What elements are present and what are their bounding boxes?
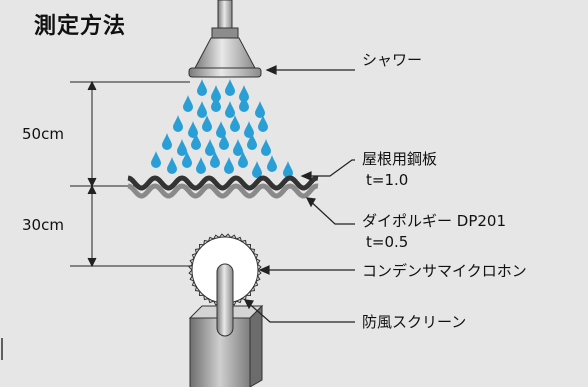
leader-lines bbox=[243, 65, 355, 323]
water-drop bbox=[258, 115, 268, 132]
water-drop bbox=[261, 139, 271, 156]
water-drop bbox=[197, 101, 207, 118]
water-drop bbox=[238, 151, 248, 168]
label-windscreen: 防風スクリーン bbox=[362, 313, 467, 331]
water-drop bbox=[211, 95, 221, 112]
water-drop bbox=[173, 115, 183, 132]
water-drop bbox=[225, 79, 235, 96]
label-dynegy-thickness: t=0.5 bbox=[366, 233, 409, 251]
water-drop bbox=[177, 139, 187, 156]
roof-steel-plate bbox=[127, 175, 319, 199]
dimension-lines bbox=[70, 80, 195, 268]
page-title: 測定方法 bbox=[34, 14, 127, 39]
label-roof-thickness: t=1.0 bbox=[366, 171, 409, 189]
water-drop bbox=[247, 133, 257, 150]
shower-head-icon bbox=[188, 0, 262, 78]
water-drop bbox=[230, 115, 240, 132]
water-drop bbox=[239, 95, 249, 112]
water-drop bbox=[210, 151, 220, 168]
water-drop bbox=[216, 121, 226, 138]
water-drop bbox=[255, 101, 265, 118]
water-drop bbox=[167, 157, 177, 174]
water-drop bbox=[219, 133, 229, 150]
label-dynegy: ダイポルギー DP201 bbox=[362, 212, 506, 230]
water-drop bbox=[182, 151, 192, 168]
microphone-icon bbox=[188, 263, 264, 387]
label-roof-steel: 屋根用鋼板 bbox=[362, 150, 438, 168]
water-drop bbox=[191, 133, 201, 150]
water-drop bbox=[233, 139, 243, 156]
water-drop bbox=[202, 115, 212, 132]
water-drop bbox=[267, 155, 277, 172]
water-drop bbox=[162, 133, 172, 150]
water-drop bbox=[225, 101, 235, 118]
dimension-label-30cm: 30cm bbox=[22, 216, 64, 234]
water-drop bbox=[183, 95, 193, 112]
water-drop bbox=[252, 161, 262, 178]
water-drop bbox=[224, 157, 234, 174]
water-drop bbox=[151, 151, 161, 168]
water-drop bbox=[205, 139, 215, 156]
water-drop bbox=[239, 85, 249, 102]
water-drop bbox=[244, 121, 254, 138]
water-drop bbox=[211, 85, 221, 102]
water-drop bbox=[197, 79, 207, 96]
dimension-label-50cm: 50cm bbox=[22, 125, 64, 143]
water-drop bbox=[196, 157, 206, 174]
water-drops bbox=[151, 79, 293, 178]
water-drop bbox=[188, 121, 198, 138]
label-microphone: コンデンサマイクロホン bbox=[362, 262, 527, 280]
label-shower: シャワー bbox=[362, 51, 423, 69]
water-drop bbox=[283, 161, 293, 178]
